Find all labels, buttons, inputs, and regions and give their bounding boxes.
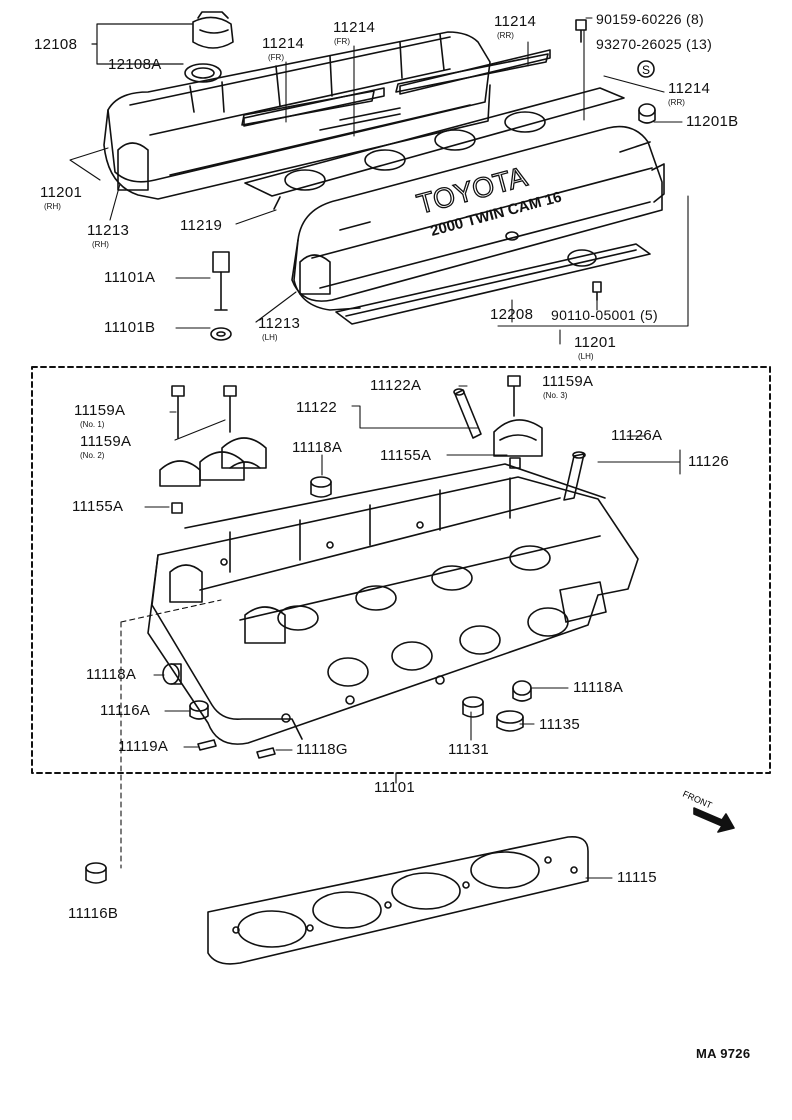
sub-lh-2: (LH) [578, 352, 594, 361]
front-arrow-icon [693, 807, 735, 833]
pin-11118G [256, 747, 276, 759]
label-90159: 90159-60226 (8) [596, 11, 705, 27]
label-90110: 90110-05001 (5) [551, 307, 658, 323]
sub-rh-1: (RH) [44, 202, 61, 211]
label-11122A: 11122A [370, 377, 422, 394]
s-symbol-circle [637, 60, 655, 78]
label-11213-lh: 11213 [258, 315, 301, 332]
label-11101: 11101 [374, 779, 415, 796]
oil-filler-gasket [184, 63, 222, 83]
label-11219: 11219 [180, 217, 223, 234]
cover-stud-washer [210, 327, 232, 341]
cylinder-head-cover-lh [291, 125, 665, 311]
label-11201-lh: 11201 [574, 334, 617, 351]
ring-pin-left [171, 502, 183, 514]
cover-bolt-5 [592, 281, 602, 301]
label-11201-rh: 11201 [40, 184, 83, 201]
sub-no2: (No. 2) [80, 451, 105, 460]
label-11126: 11126 [688, 453, 729, 470]
label-11214-fr-2: 11214 [333, 19, 376, 36]
label-11116A: 11116A [100, 702, 151, 719]
cylinder-head-gasket [207, 835, 589, 965]
cap-bolt-no2 [223, 385, 237, 433]
seal-11131 [462, 696, 484, 718]
sub-rr-1: (RR) [497, 31, 514, 40]
plug-11118A-top [310, 476, 332, 498]
label-11214-rr-2: 11214 [668, 80, 711, 97]
label-11119A: 11119A [118, 738, 169, 755]
label-11135: 11135 [539, 716, 580, 733]
label-11159A-no2: 11159A [80, 433, 132, 450]
label-11201B: 11201B [686, 113, 739, 130]
label-11115: 11115 [617, 869, 657, 886]
label-11116B: 11116B [68, 905, 119, 922]
label-11214-fr-1: 11214 [262, 35, 305, 52]
plug-11116B [85, 862, 107, 884]
label-11118A-right: 11118A [573, 679, 624, 696]
label-11101B: 11101B [104, 319, 156, 336]
plug-11116A [189, 700, 209, 720]
label-12108A: 12108A [108, 56, 162, 73]
bearing-cap-no3 [493, 419, 543, 457]
label-11118G: 11118G [296, 741, 348, 758]
sub-fr-2: (FR) [334, 37, 350, 46]
front-label: FRONT [681, 789, 714, 811]
label-11101A: 11101A [104, 269, 156, 286]
label-11159A-no1: 11159A [74, 402, 126, 419]
baffle-plate [244, 87, 625, 210]
label-11213-rh: 11213 [87, 222, 130, 239]
label-11118A-top: 11118A [292, 439, 343, 456]
guide-tube-11126 [563, 451, 586, 501]
leader-lines [69, 17, 689, 879]
label-11118A-left: 11118A [86, 666, 137, 683]
spark-plug-tube-gasket-rr [399, 49, 551, 95]
bearing-cap-no2 [221, 437, 267, 469]
cover-grommet [638, 103, 656, 124]
label-11155A-left: 11155A [72, 498, 124, 515]
cap-bolt-no1 [171, 385, 185, 439]
sub-no1: (No. 1) [80, 420, 105, 429]
label-11214-rr-1: 11214 [494, 13, 537, 30]
diagram-code: MA 9726 [696, 1046, 751, 1061]
sub-no3: (No. 3) [543, 391, 568, 400]
label-12108: 12108 [34, 36, 78, 53]
guide-tube-11122 [453, 388, 482, 439]
cap-bolt-no3 [507, 375, 521, 417]
label-11126A: 11126A [611, 427, 663, 444]
label-93270: 93270-26025 (13) [596, 36, 713, 52]
label-11159A-no3: 11159A [542, 373, 594, 390]
sub-rh-2: (RH) [92, 240, 109, 249]
cylinder-head [147, 463, 639, 745]
sub-rr-2: (RR) [668, 98, 685, 107]
sub-lh-1: (LH) [262, 333, 278, 342]
label-11155A-right: 11155A [380, 447, 432, 464]
ring-pin-right [509, 457, 521, 469]
cover-stud-bolt [212, 251, 230, 311]
label-12208: 12208 [490, 306, 534, 323]
label-11122: 11122 [296, 399, 337, 416]
oil-filler-cap [192, 11, 234, 49]
plug-11118A-right [512, 680, 532, 702]
cover-bolt-8 [575, 19, 587, 43]
bearing-cap-no1 [159, 451, 245, 487]
s-symbol: S [642, 63, 650, 77]
spark-plug-tube-gasket-fr [243, 87, 385, 127]
pin-11119A [197, 739, 217, 751]
label-11131: 11131 [448, 741, 489, 758]
plug-11118A-left [162, 663, 182, 685]
head-cover-gasket [335, 243, 651, 325]
sub-fr-1: (FR) [268, 53, 284, 62]
seal-11135 [496, 710, 524, 732]
